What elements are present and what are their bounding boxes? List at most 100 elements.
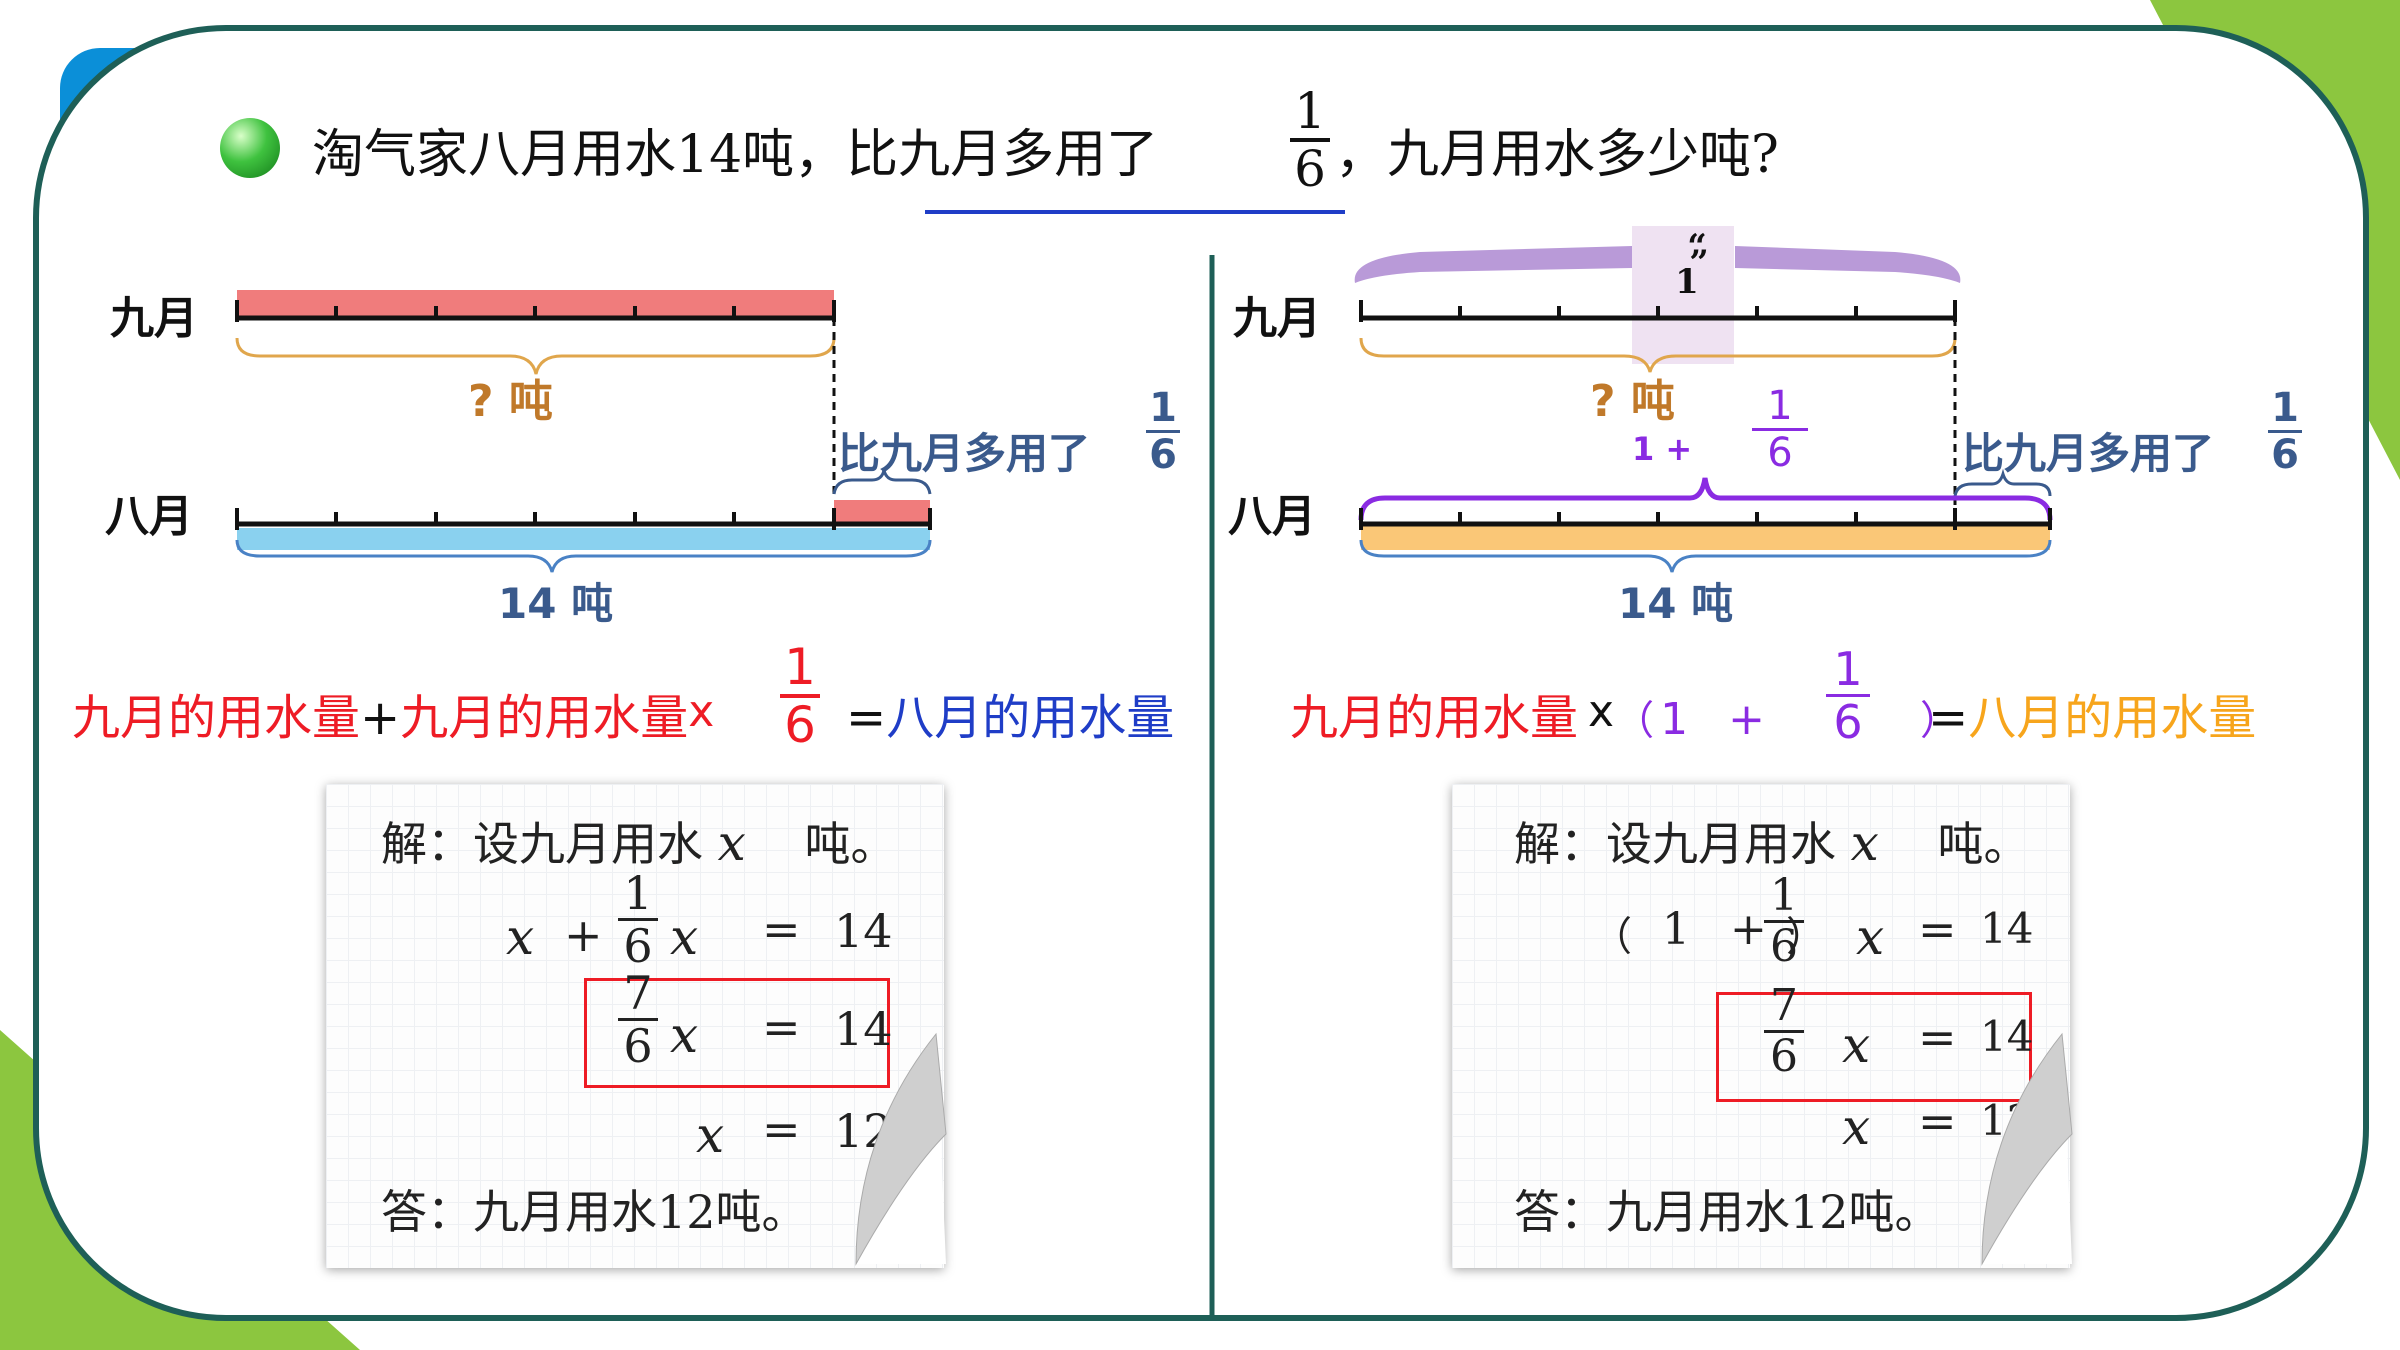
left-word-equation-rhs: =八月的用水量 (846, 678, 1174, 748)
right-q-mark: ? (1590, 376, 1616, 427)
left-sol-intro: 解：设九月用水 (381, 817, 703, 871)
question-part-a: 淘气家八月用水14吨，比九月多用了 (312, 125, 1159, 185)
right-op-den: 6 (1767, 430, 1793, 476)
right-label-aug: 八月 (1228, 491, 1316, 542)
right-sol-unit: 吨。 (1937, 817, 2030, 871)
left-sol-l3-val: 14 (834, 1002, 893, 1056)
left-extra-brace (832, 469, 932, 495)
right-sol-l3-frac: 7 6 (1764, 984, 1804, 1079)
right-sol-l2-frac: 1 6 (1764, 874, 1804, 969)
left-sol-line1: 解：设九月用水 x 吨。 (381, 808, 896, 874)
right-unit-one-label: “ 1 ” (1652, 227, 1722, 301)
question-frac-den: 6 (1294, 140, 1326, 198)
left-sol-l2-den: 6 (623, 919, 653, 973)
question-part-b: ，九月用水多少吨? (1335, 125, 1779, 185)
right-aug-ticks (1359, 508, 2052, 530)
left-eq-plus: + (360, 690, 401, 746)
left-q-unit: 吨 (508, 376, 553, 427)
right-eq-num: 1 (1833, 642, 1863, 696)
left-sol-l3-num: 7 (623, 966, 653, 1020)
left-sol-l3-x: x (670, 1006, 699, 1064)
left-sol-l2-x2: x (670, 908, 699, 966)
right-more-den: 6 (2271, 432, 2299, 478)
right-q-unit: 吨 (1630, 376, 1675, 427)
right-sol-l2-plus: + (1730, 904, 1767, 955)
right-more-num: 1 (2271, 385, 2299, 431)
question-bullet-icon (220, 118, 280, 178)
left-eq-t3: 八月的用水量 (886, 690, 1175, 746)
right-eq-sign: = (1928, 690, 1969, 746)
right-sol-l2-val: 14 (1980, 904, 2034, 953)
right-unit-quote-open: “ (1687, 227, 1707, 267)
right-more-text: 比九月多用了 (1962, 429, 2215, 478)
right-sol-var: x (1850, 814, 1879, 872)
left-aug-bar (237, 528, 930, 550)
left-page-curl-icon (855, 1032, 947, 1266)
left-aug-extra-bar (834, 500, 930, 524)
left-sol-l2-plus: + (564, 908, 603, 962)
left-solution-card: 解：设九月用水 x 吨。 x + 1 6 x = 14 7 6 x = 14 x… (326, 784, 947, 1268)
left-eq-times: x (688, 686, 715, 737)
right-more-fraction: 1 6 (2268, 388, 2302, 475)
left-sol-l4-x: x (696, 1106, 725, 1164)
right-op-num: 1 (1767, 383, 1793, 429)
right-unit-one: 1 (1675, 262, 1699, 303)
right-eq-plus: + (1728, 694, 1765, 745)
left-eq-t2: 九月的用水量 (400, 690, 689, 746)
left-more-fraction: 1 6 (1146, 388, 1180, 475)
right-solution-card: 解：设九月用水 x 吨。 （ 1 + 1 6 ） x = 14 7 6 x = … (1452, 784, 2073, 1268)
right-aug-bar (1361, 526, 2050, 550)
left-sol-l3-eq: = (762, 1000, 801, 1054)
right-sol-l4-x: x (1842, 1098, 1871, 1156)
left-sol-l3-frac: 7 6 (618, 970, 658, 1069)
right-sept-brace (1359, 337, 1957, 373)
left-sol-highlight-box (584, 978, 890, 1088)
left-eq-t1: 九月的用水量 (72, 690, 361, 746)
left-aug-value: 14 吨 (498, 579, 614, 628)
left-aug-brace (235, 539, 932, 573)
question-frac-num: 1 (1294, 82, 1326, 140)
question-text-b: ，九月用水多少吨? (1335, 112, 1779, 187)
right-eq-times: x (1588, 686, 1615, 737)
right-eq-rp: ） (1920, 698, 1960, 744)
right-sol-l3-x: x (1842, 1016, 1871, 1074)
right-one-plus: 1 + (1632, 430, 1693, 468)
right-aug-purple-brace (1358, 477, 2053, 521)
left-sol-l4-eq: = (762, 1102, 801, 1156)
left-sol-var: x (717, 814, 746, 872)
right-sol-highlight-box (1716, 992, 2032, 1102)
right-eq-t1: 九月的用水量 (1290, 690, 1579, 746)
left-sol-l3-den: 6 (623, 1019, 653, 1073)
right-aug-value: 14 吨 (1618, 579, 1734, 628)
left-aug-ticks (235, 508, 932, 530)
right-eq-t3: 八月的用水量 (1968, 690, 2257, 746)
right-sol-l2-one: 1 (1662, 904, 1690, 955)
right-sol-line1: 解：设九月用水 x 吨。 (1514, 808, 2029, 874)
right-sol-answer: 答：九月用水12吨。 (1514, 1185, 1941, 1239)
right-sol-l3-den: 6 (1770, 1031, 1798, 1082)
right-eq-one: 1 (1660, 694, 1689, 745)
left-sol-l2-frac: 1 6 (618, 870, 658, 969)
right-sol-l2-x: x (1856, 908, 1885, 966)
left-more-den: 6 (1149, 432, 1177, 478)
left-sol-l2-eq: = (762, 902, 801, 956)
right-sept-arc-left (1354, 246, 1632, 283)
right-extra-brace (1953, 468, 2052, 497)
right-sol-intro: 解：设九月用水 (1514, 817, 1836, 871)
right-eq-fraction: 1 6 (1826, 646, 1870, 745)
right-sol-l3-eq: = (1918, 1010, 1957, 1064)
left-more-text: 比九月多用了 (838, 429, 1091, 478)
right-sol-l2-rp: ） (1786, 914, 1826, 960)
right-word-equation-rhs: ）=八月的用水量 (1920, 678, 2257, 748)
left-eq-num: 1 (784, 638, 816, 696)
question-underline (925, 210, 1345, 214)
left-label-sept: 九月 (110, 293, 198, 344)
right-one-plus-fraction: 1 6 (1752, 386, 1808, 473)
left-sol-answer: 答：九月用水12吨。 (381, 1185, 808, 1239)
left-sol-l2-x: x (506, 908, 535, 966)
right-sol-l3-num: 7 (1770, 980, 1798, 1031)
right-aug-brace (1359, 539, 2052, 573)
right-sol-l2-eq: = (1918, 902, 1957, 956)
right-label-sept: 九月 (1233, 293, 1321, 344)
